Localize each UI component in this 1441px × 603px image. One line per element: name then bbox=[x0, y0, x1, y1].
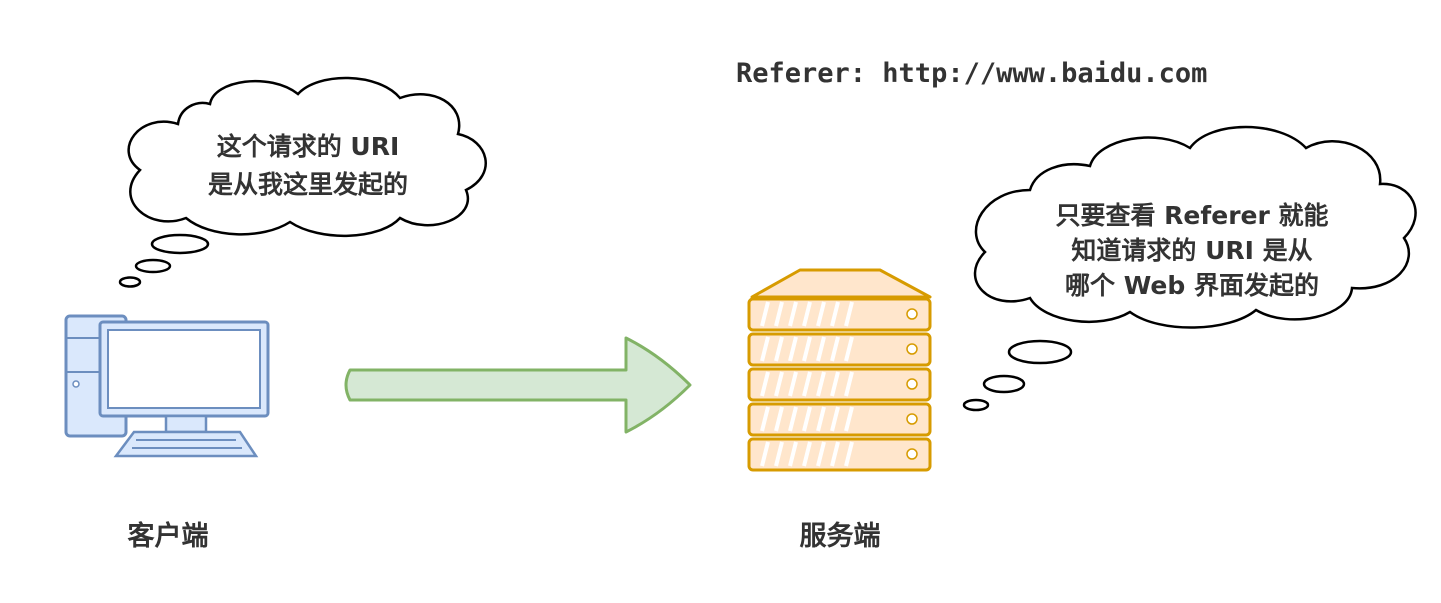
pc-monitor-stand bbox=[164, 414, 208, 434]
client-label: 客户端 bbox=[128, 520, 209, 552]
desktop-computer-icon bbox=[64, 314, 270, 458]
request-arrow bbox=[344, 336, 692, 434]
server-thought-bubble: 只要查看 Referer 就能 知道请求的 URI 是从 哪个 Web 界面发起… bbox=[962, 125, 1417, 412]
server-thought-dot-medium bbox=[982, 374, 1026, 394]
server-top bbox=[750, 268, 932, 299]
server-rack-icon bbox=[747, 268, 932, 472]
pc-screen bbox=[107, 329, 261, 409]
client-cloud-shape bbox=[127, 76, 487, 237]
client-thought-dot-small bbox=[118, 276, 142, 288]
client-thought-line-1: 这个请求的 URI bbox=[217, 132, 400, 161]
client-thought-dot-large bbox=[150, 233, 210, 255]
client-thought-bubble: 这个请求的 URI 是从我这里发起的 bbox=[118, 76, 487, 288]
server-thought-line-2: 知道请求的 URI 是从 bbox=[1071, 236, 1312, 265]
server-unit-5 bbox=[747, 437, 932, 472]
server-cloud-shape bbox=[973, 125, 1417, 329]
server-unit-3 bbox=[747, 367, 932, 402]
pc-keyboard bbox=[113, 430, 259, 458]
client-thought-dot-medium bbox=[134, 258, 172, 274]
server-unit-2 bbox=[747, 332, 932, 367]
client-thought-line-2: 是从我这里发起的 bbox=[208, 170, 408, 199]
server-thought-dot-large bbox=[1007, 339, 1073, 365]
server-thought-line-1: 只要查看 Referer 就能 bbox=[1055, 201, 1328, 230]
server-unit-1 bbox=[747, 297, 932, 332]
server-label: 服务端 bbox=[800, 521, 881, 552]
server-thought-dot-small bbox=[962, 398, 990, 412]
referer-header-text: Referer: http://www.baidu.com bbox=[736, 58, 1207, 89]
server-unit-4 bbox=[747, 402, 932, 437]
server-thought-line-3: 哪个 Web 界面发起的 bbox=[1065, 271, 1319, 300]
